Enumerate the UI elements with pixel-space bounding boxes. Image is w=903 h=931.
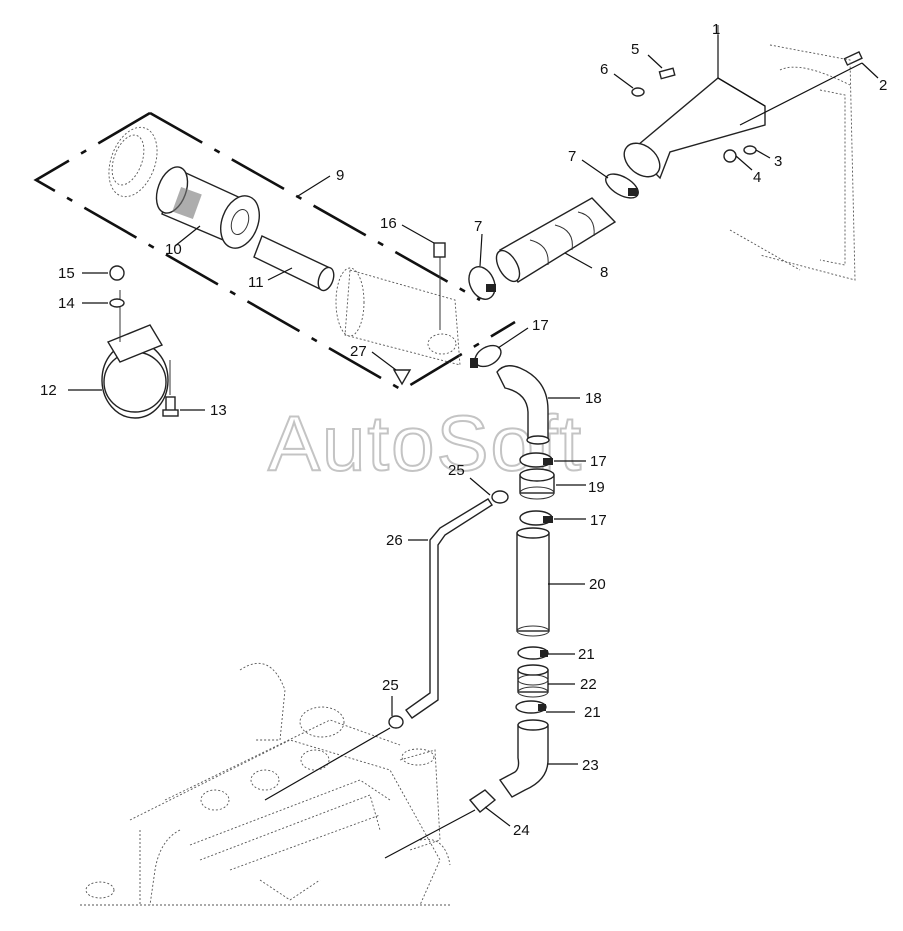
clamp-21-bottom: [515, 700, 547, 714]
nut-4: [723, 149, 737, 163]
clamp-17-mid-top: [519, 452, 553, 468]
clamp-24: [468, 789, 497, 813]
callout-15: 15: [58, 265, 75, 282]
callout-26: 26: [386, 532, 403, 549]
callouts: 1 2 3 4 5 6 7 7 8 9 10 11 12 13 14 15 16…: [40, 21, 887, 839]
filter-housing-cover: [108, 126, 158, 198]
callout-6: 6: [600, 61, 608, 78]
callout-17-top: 17: [532, 317, 549, 334]
callout-19: 19: [588, 479, 605, 496]
clamp-17-top: [470, 344, 502, 368]
leader-lines: [68, 35, 879, 859]
filter-element: [155, 166, 260, 249]
callout-12: 12: [40, 382, 57, 399]
dust-valve: [392, 369, 412, 386]
callout-24: 24: [513, 822, 530, 839]
clamp-21-top: [517, 646, 549, 660]
elbow-23: [498, 719, 549, 798]
callout-25-upper: 25: [448, 462, 465, 479]
callout-27: 27: [350, 343, 367, 360]
hose-clamp-lower: [468, 266, 496, 300]
callout-23: 23: [582, 757, 599, 774]
callout-18: 18: [585, 390, 602, 407]
restriction-indicator: [433, 242, 446, 258]
clamp-25-upper: [491, 490, 509, 504]
callout-14: 14: [58, 295, 75, 312]
callout-20: 20: [589, 576, 606, 593]
callout-25-lower: 25: [382, 677, 399, 694]
safety-element: [253, 235, 335, 292]
washer-6: [631, 87, 645, 97]
callout-11: 11: [248, 274, 264, 291]
bolt: [162, 396, 179, 417]
callout-22: 22: [580, 676, 597, 693]
bolt-5: [658, 67, 676, 80]
callout-13: 13: [210, 402, 227, 419]
cab-frame-ghost: [729, 44, 856, 281]
washer-3: [743, 145, 757, 155]
coupling-22: [517, 664, 549, 698]
callout-21-top: 21: [578, 646, 595, 663]
callout-4: 4: [753, 169, 761, 186]
hose-clamp-upper: [605, 173, 639, 199]
callout-16: 16: [380, 215, 397, 232]
clamp-25-lower: [388, 715, 404, 729]
elbow-hose: [496, 365, 550, 445]
callout-7-upper: 7: [568, 148, 576, 165]
washer: [109, 298, 125, 308]
callout-10: 10: [165, 241, 182, 258]
engine-ghost: [80, 662, 451, 906]
callout-1: 1: [712, 21, 720, 38]
callout-3: 3: [774, 153, 782, 170]
air-inlet-pipe: [623, 25, 766, 180]
filter-housing: [335, 250, 461, 366]
callout-17-low: 17: [590, 512, 607, 529]
callout-5: 5: [631, 41, 639, 58]
callout-17-mid: 17: [590, 453, 607, 470]
callout-21-bottom: 21: [584, 704, 601, 721]
intake-hose: [495, 197, 617, 283]
bolt-2: [843, 50, 863, 66]
nut: [109, 265, 125, 281]
tube-20: [516, 527, 550, 637]
air-filter-group-outline: [33, 111, 516, 392]
mounting-band: [101, 290, 171, 419]
callout-7-lower: 7: [474, 218, 482, 235]
coupling-19: [519, 468, 555, 500]
clamp-17-mid-bottom: [519, 510, 553, 526]
callout-8: 8: [600, 264, 608, 281]
callout-9: 9: [336, 167, 344, 184]
breather-hose: [405, 498, 493, 719]
callout-2: 2: [879, 77, 887, 94]
